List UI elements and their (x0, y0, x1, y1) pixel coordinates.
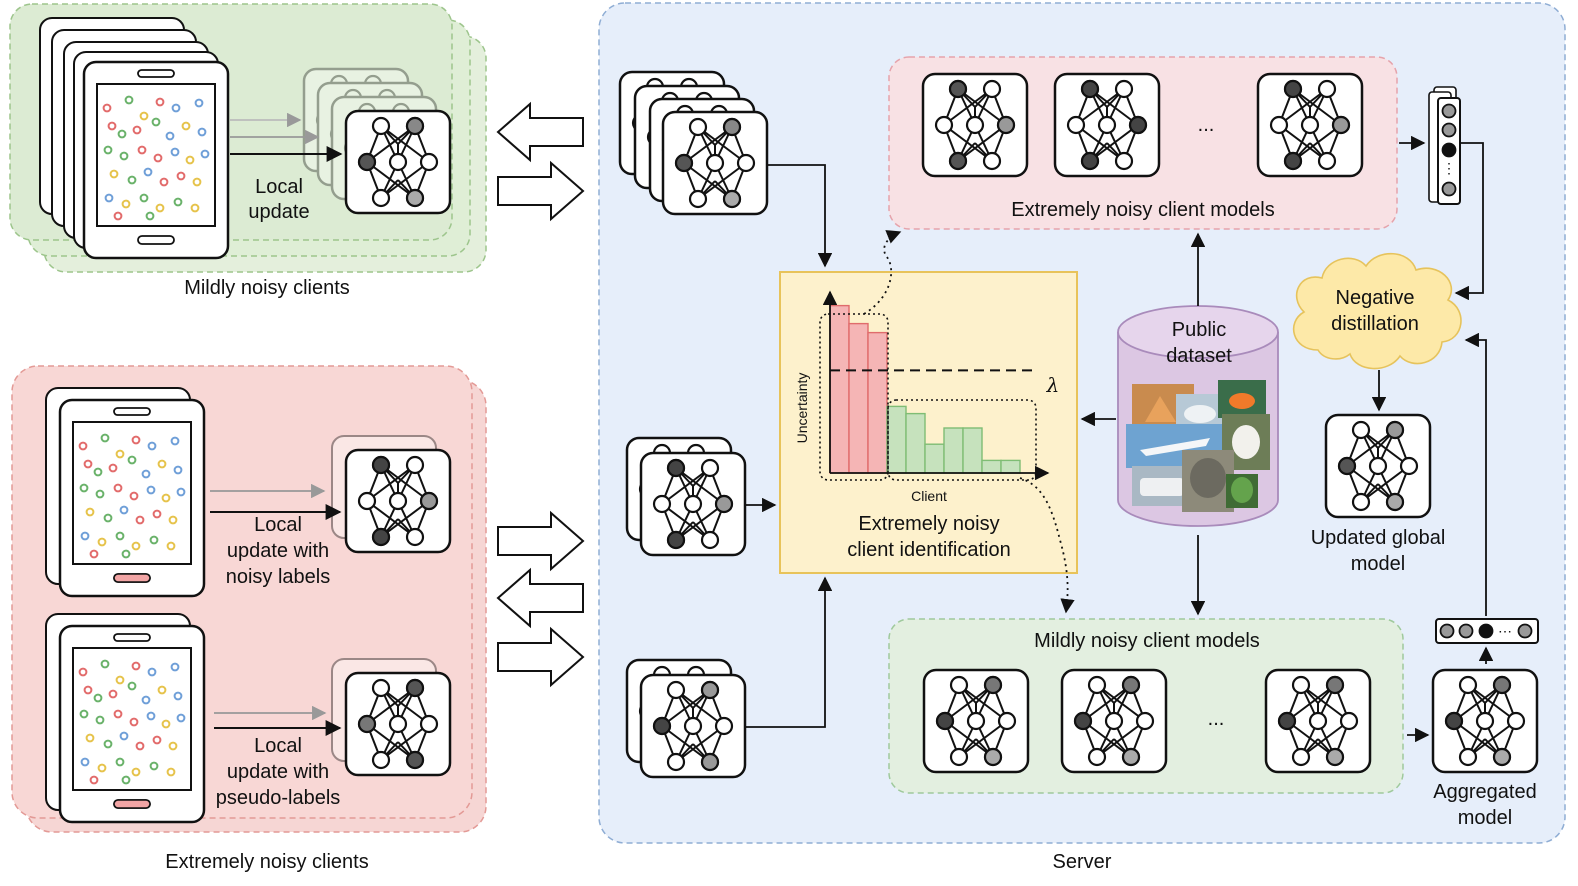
uncertainty-bar-c4 (886, 405, 907, 474)
dataset-thumbnails (1126, 380, 1270, 512)
aggregated-model (1431, 668, 1539, 774)
uncertainty-bar-c6 (924, 443, 945, 474)
uncertainty-bar-c10 (1000, 459, 1021, 474)
noisy-update-label-1: Local (254, 514, 302, 536)
pseudo-update-label-3: pseudo-labels (215, 787, 341, 809)
mild-clients-panel (9, 3, 487, 273)
uncertainty-bar-c8 (962, 427, 983, 474)
mild-models (922, 668, 1372, 774)
mild-group-bracket (887, 399, 1037, 481)
mild-models-ellipsis: ... (1207, 708, 1225, 730)
identification-label-2: client identification (847, 539, 1011, 561)
public-dataset-label-2: dataset (1166, 345, 1232, 367)
uncertainty-bar-c9 (981, 459, 1002, 474)
uncertainty-bar-c7 (943, 427, 964, 474)
identification-label-1: Extremely noisy (858, 513, 1000, 535)
updated-global-model-label-2: model (1350, 553, 1406, 575)
aggregated-output-vector (1435, 618, 1539, 644)
uploaded-models-bottom (625, 658, 747, 779)
server-arrows (746, 135, 1494, 743)
communication-arrows (496, 101, 585, 688)
extreme-group-bracket (819, 313, 889, 481)
public-dataset-label-1: Public (1171, 319, 1227, 341)
local-update-label-1: Local (255, 176, 303, 198)
pseudo-update-label-1: Local (254, 735, 302, 757)
uncertainty-bar-c2 (848, 322, 869, 474)
extreme-models (921, 72, 1364, 178)
dotted-to-mild (1019, 477, 1075, 614)
vector-ellipsis: ⋯ (1498, 623, 1512, 639)
aggregated-model-label-1: Aggregated (1433, 781, 1537, 803)
updated-global-model-label-1: Updated global (1310, 527, 1446, 549)
uncertainty-chart (829, 304, 1021, 474)
chart-axes (822, 290, 1050, 481)
chart-y-axis-label: Uncertainty (794, 372, 810, 444)
extreme-models-ellipsis: ... (1197, 114, 1215, 136)
negative-distillation-cloud (1293, 252, 1462, 370)
svg-text:⋮: ⋮ (1442, 160, 1456, 176)
uncertainty-bar-c3 (867, 331, 888, 474)
pseudo-update-label-2: update with (226, 761, 330, 783)
aggregated-model-label-2: model (1457, 807, 1513, 829)
extreme-output-vector: ⋮ (1428, 86, 1461, 205)
negative-distillation-label-1: Negative (1335, 287, 1415, 309)
extreme-clients-panel (11, 365, 487, 833)
updated-global-model (1324, 413, 1432, 519)
negative-distillation-label-2: distillation (1331, 313, 1419, 335)
mild-models-label: Mildly noisy client models (1034, 630, 1260, 652)
dotted-to-extreme (863, 230, 902, 315)
noisy-update-label-2: update with (226, 540, 330, 562)
server-caption: Server (1052, 851, 1112, 873)
uncertainty-bar-c1 (829, 304, 850, 474)
extreme-models-label: Extremely noisy client models (1011, 199, 1275, 221)
noisy-update-label-3: noisy labels (225, 566, 331, 588)
uploaded-models-middle (625, 436, 747, 557)
threshold-label: λ (1046, 373, 1060, 397)
chart-x-axis-label: Client (911, 488, 947, 504)
uploaded-models-top (618, 70, 769, 216)
mild-node-fills (357, 116, 425, 208)
extreme-clients-caption: Extremely noisy clients (165, 851, 369, 873)
uncertainty-bar-c5 (905, 412, 926, 474)
local-update-label-2: update (248, 201, 310, 223)
mild-clients-caption: Mildly noisy clients (184, 277, 350, 299)
